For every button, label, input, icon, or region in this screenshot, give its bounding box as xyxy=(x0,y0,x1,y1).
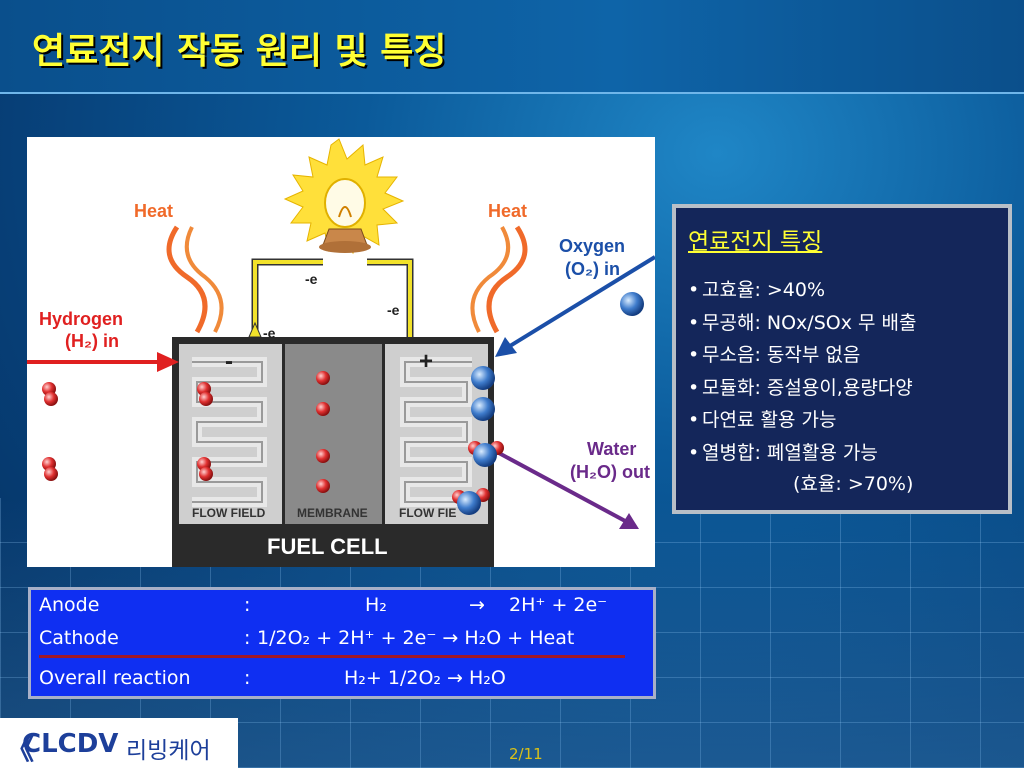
feature-item: •무소음: 동작부 없음 xyxy=(688,344,861,366)
oxygen-label-line1: Oxygen xyxy=(559,236,625,256)
anode-reactant: H₂ xyxy=(365,594,387,616)
water-label-line1: Water xyxy=(587,439,636,459)
features-efficiency-note: (효율: >70%) xyxy=(793,473,914,495)
oxygen-label-line2: (O₂) in xyxy=(565,259,620,279)
anode-label: Anode xyxy=(39,594,100,616)
feature-item: •다연료 활용 가능 xyxy=(688,409,837,431)
overall-label: Overall reaction xyxy=(39,667,191,689)
water-label-line2: (H₂O) out xyxy=(570,462,650,482)
anode-reaction: Anode : H₂ → 2H⁺ + 2e⁻ xyxy=(39,594,608,616)
page-number: 2/11 xyxy=(509,745,543,763)
minus-sign: - xyxy=(225,348,233,375)
heat-left-label: Heat xyxy=(134,201,173,221)
hydrogen-label-line2: (H₂) in xyxy=(65,331,119,351)
feature-item: •무공해: NOx/SOx 무 배출 xyxy=(688,311,917,334)
reactions-panel: Anode : H₂ → 2H⁺ + 2e⁻ Cathode : 1/2O₂ +… xyxy=(28,587,656,699)
fuel-cell-diagram: Heat Heat Hydrogen (H₂) in Oxygen (O₂) i… xyxy=(27,137,655,567)
electron-label-1: -e xyxy=(305,271,318,287)
anode-arrow: → xyxy=(469,594,485,616)
overall-equation: H₂+ 1/2O₂ → H₂O xyxy=(344,667,506,689)
logo-mark-icon: 《 xyxy=(6,733,35,766)
flow-field-right-label: FLOW FIE xyxy=(399,506,456,520)
company-logo: 《 CLCDV 리빙케어 xyxy=(0,718,238,768)
logo-brand: CLCDV xyxy=(22,729,119,759)
title-band: 연료전지 작동 원리 및 특징 xyxy=(0,0,1024,94)
heat-right-icon xyxy=(470,225,528,334)
slide-title: 연료전지 작동 원리 및 특징 xyxy=(32,31,447,72)
light-bulb-icon xyxy=(283,138,405,255)
electron-label-2: -e xyxy=(387,302,400,318)
features-panel: 연료전지 특징 •고효율: >40% •무공해: NOx/SOx 무 배출 •무… xyxy=(672,204,1012,514)
feature-item: •고효율: >40% xyxy=(688,279,826,301)
features-list: •고효율: >40% •무공해: NOx/SOx 무 배출 •무소음: 동작부 … xyxy=(688,274,996,469)
overall-reaction: Overall reaction : H₂+ 1/2O₂ → H₂O xyxy=(39,667,506,689)
membrane-label: MEMBRANE xyxy=(297,506,368,520)
oxygen-particles xyxy=(457,292,644,515)
flow-field-left-label: FLOW FIELD xyxy=(192,506,266,520)
electron-label-3: -e xyxy=(263,325,276,341)
anode-product: 2H⁺ + 2e⁻ xyxy=(509,594,608,616)
heat-left-icon xyxy=(166,225,224,334)
features-heading: 연료전지 특징 xyxy=(688,229,823,255)
cathode-equation: 1/2O₂ + 2H⁺ + 2e⁻ → H₂O + Heat xyxy=(257,627,575,649)
plus-sign: + xyxy=(419,348,433,375)
feature-item: •열병합: 폐열활용 가능 xyxy=(688,441,878,464)
cathode-reaction: Cathode : 1/2O₂ + 2H⁺ + 2e⁻ → H₂O + Heat xyxy=(39,627,575,649)
feature-item: •모듈화: 증설용이,용량다양 xyxy=(688,376,913,399)
fuel-cell-label: FUEL CELL xyxy=(267,534,388,559)
logo-name: 리빙케어 xyxy=(126,738,211,764)
hydrogen-label-line1: Hydrogen xyxy=(39,309,123,329)
heat-right-label: Heat xyxy=(488,201,527,221)
reaction-divider xyxy=(39,655,625,658)
cathode-label: Cathode xyxy=(39,627,119,649)
hydrogen-particles xyxy=(42,371,504,504)
